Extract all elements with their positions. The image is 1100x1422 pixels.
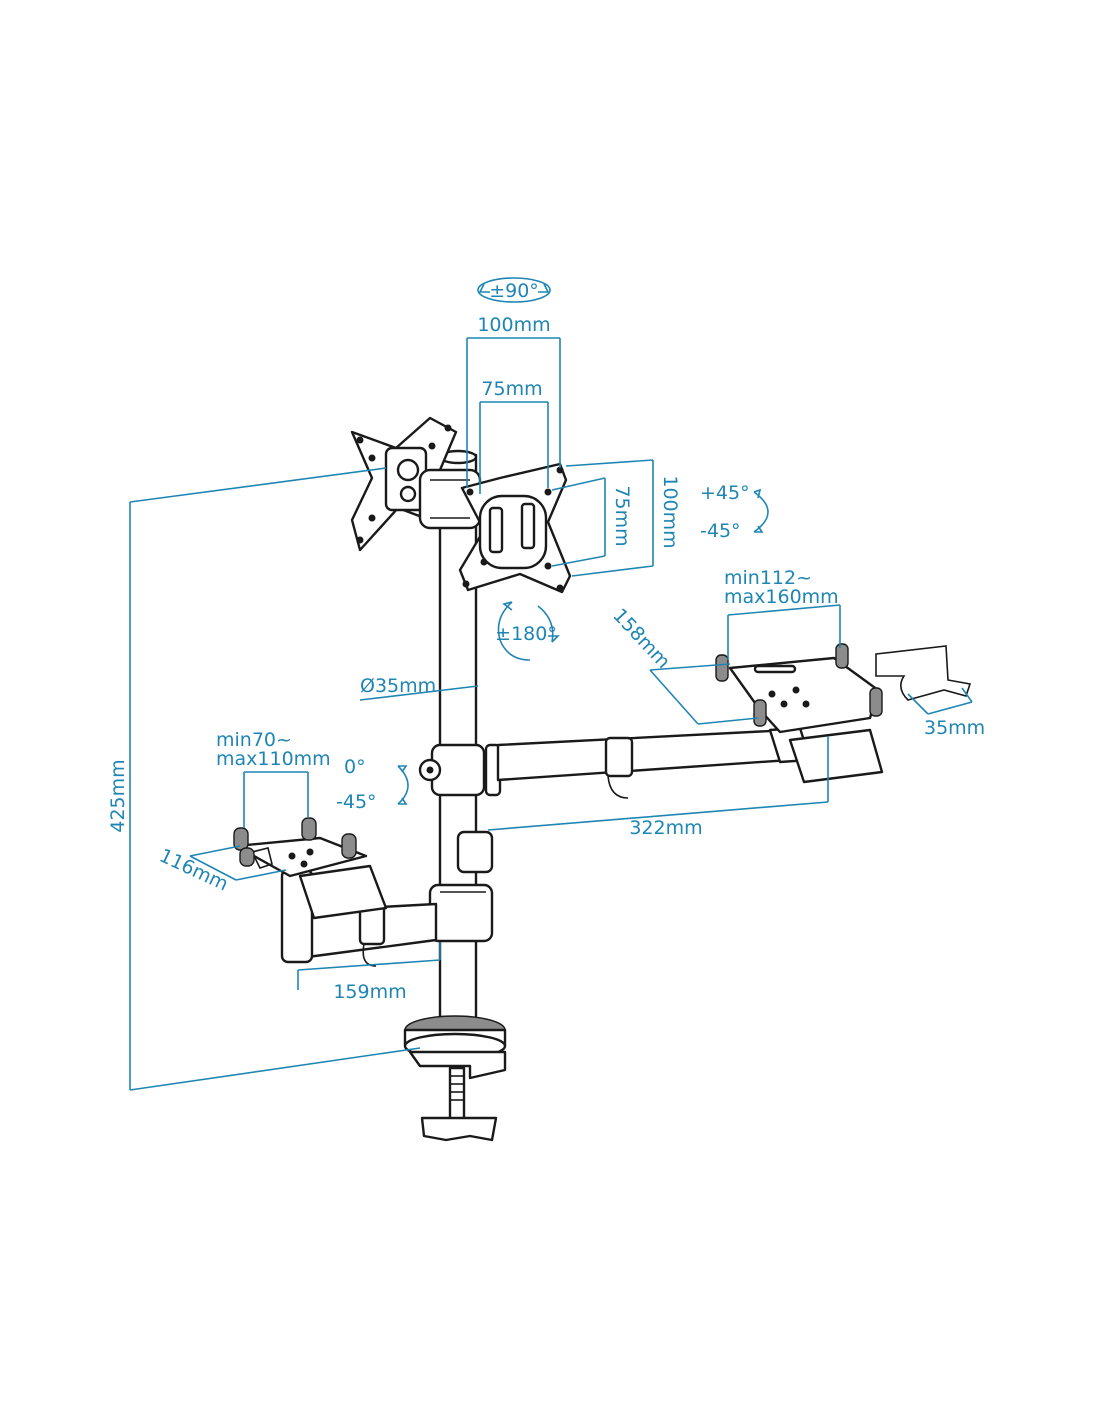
tilt-plus-label: +45°	[700, 482, 750, 504]
mount-drawing	[233, 416, 972, 1142]
laptop-width-label-line2: max160mm	[724, 586, 839, 608]
cpu-depth-label: 116mm	[156, 845, 232, 896]
cpu-tilt-zero-label: 0°	[344, 756, 366, 778]
top-arm-joint	[418, 468, 482, 530]
long-arm	[496, 726, 812, 799]
dimension-lines	[129, 277, 973, 1091]
dimension-labels: ±90° 100mm 75mm 75mm 100mm +45° -45° ±18…	[107, 280, 985, 1003]
laptop-tray	[715, 643, 972, 784]
tilt-minus-label: -45°	[700, 520, 741, 542]
desk-clamp	[403, 1015, 507, 1142]
cpu-width-label-line2: max110mm	[216, 748, 331, 770]
vesa-plate-right	[458, 462, 572, 594]
rotation-180-label: ±180°	[495, 623, 557, 645]
vesa-75-side-label: 75mm	[611, 485, 633, 546]
laptop-width-label-line1: min112~	[724, 567, 812, 589]
upper-collar	[418, 743, 502, 797]
vesa-75-top-label: 75mm	[481, 378, 542, 400]
height-425-label: 425mm	[107, 759, 129, 832]
vesa-100-side-label: 100mm	[659, 475, 681, 548]
pole-diameter-label: Ø35mm	[360, 675, 436, 697]
clamp-knob	[420, 1116, 498, 1142]
laptop-depth-label: 158mm	[608, 604, 674, 673]
arm-322-label: 322mm	[629, 817, 702, 839]
cpu-width-label-line1: min70~	[216, 729, 292, 751]
vesa-100-top-label: 100mm	[477, 314, 550, 336]
lower-collar	[428, 830, 494, 943]
rotation-90-label: ±90°	[489, 280, 539, 302]
cpu-tilt-minus-label: -45°	[336, 791, 377, 813]
arm-159-label: 159mm	[333, 981, 406, 1003]
cpu-holder	[233, 817, 388, 920]
rotation-90-indicator	[477, 277, 551, 303]
laptop-hook-label: 35mm	[924, 717, 985, 739]
